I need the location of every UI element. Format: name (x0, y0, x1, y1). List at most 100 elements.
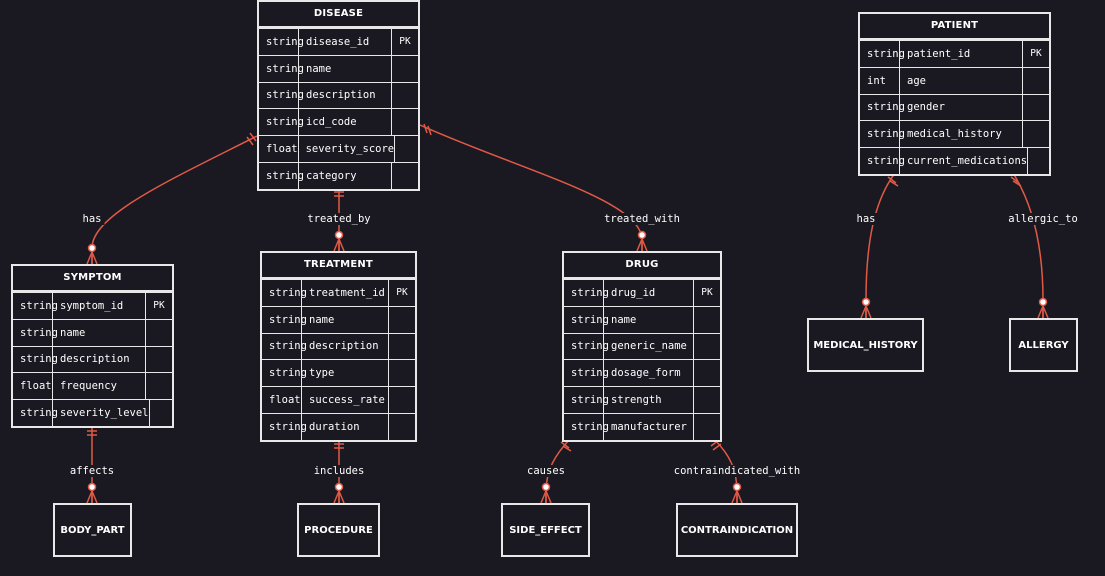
attribute-type: string (564, 413, 609, 440)
rel-label-patient-allergy: allergic_to (1005, 213, 1081, 225)
attribute-name: category (299, 162, 392, 189)
edge-patient-allergy (1012, 172, 1044, 318)
rel-label-patient-history: has (853, 213, 879, 225)
entity-title: TREATMENT (262, 253, 415, 279)
attribute-type: string (860, 121, 905, 148)
attribute-type: string (13, 293, 58, 319)
entity-title: DRUG (564, 253, 720, 279)
edge-patient-history-foot (860, 305, 867, 319)
attribute-key (392, 163, 418, 189)
attribute-key (392, 109, 418, 135)
entity-body-part[interactable]: BODY_PART (53, 503, 132, 557)
attribute-key (389, 387, 415, 413)
attribute-key (146, 373, 172, 399)
edge-disease-symptom-foot (91, 251, 98, 265)
attribute-type: string (262, 280, 307, 306)
attribute-name: patient_id (900, 41, 1023, 67)
edge-disease-symptom-foot (86, 251, 93, 265)
edge-symptom-bodypart-foot (86, 490, 93, 504)
edge-disease-drug-foot (641, 238, 648, 252)
edge-drug-sideeffect-bar (560, 441, 570, 449)
attribute-key (146, 347, 172, 373)
entity-contraindication[interactable]: CONTRAINDICATION (676, 503, 798, 557)
attribute-name: drug_id (604, 280, 694, 306)
rel-label-disease-treatment: treated_by (304, 213, 374, 225)
attribute-key (694, 307, 720, 333)
attribute-type: string (13, 346, 58, 373)
attribute-key (1023, 95, 1049, 121)
attribute-key (389, 414, 415, 440)
attribute-type: string (259, 82, 304, 109)
attribute-name: frequency (53, 373, 146, 400)
attribute-key: PK (701, 287, 713, 299)
rel-label-drug-contra: contraindicated_with (670, 465, 804, 477)
attribute-type: float (13, 373, 53, 400)
attribute-key (1023, 121, 1049, 147)
edge-drug-contra-ring (732, 482, 742, 492)
edge-disease-treatment-ring (334, 230, 344, 240)
attribute-type: string (13, 319, 58, 346)
edge-patient-history-ring (861, 297, 871, 307)
entity-procedure[interactable]: PROCEDURE (297, 503, 380, 557)
attribute-type: string (564, 360, 609, 387)
entity-side-effect[interactable]: SIDE_EFFECT (501, 503, 590, 557)
edge-disease-symptom-bar (246, 136, 254, 146)
attribute-type: float (262, 387, 302, 413)
edge-drug-sideeffect-foot (545, 490, 552, 504)
attribute-key (392, 83, 418, 109)
edge-disease-drug-bar (427, 125, 432, 136)
edge-disease-treatment-foot (333, 238, 340, 252)
attribute-type: string (262, 306, 307, 333)
edge-patient-history (865, 172, 896, 318)
edge-disease-treatment-foot (338, 238, 345, 252)
edge-patient-history-bar (887, 176, 897, 184)
attribute-type: int (860, 67, 900, 94)
attribute-type: string (860, 41, 905, 67)
edge-disease-symptom-bar (249, 132, 257, 142)
entity-allergy[interactable]: ALLERGY (1009, 318, 1078, 372)
attribute-name: severity_score (299, 136, 396, 162)
attribute-type: string (262, 413, 307, 440)
attribute-name: disease_id (299, 29, 392, 55)
edge-symptom-bodypart-ring (87, 482, 97, 492)
edge-treatment-procedure-foot (338, 490, 345, 504)
attribute-type: string (564, 333, 609, 360)
edge-drug-sideeffect-ring (541, 482, 551, 492)
attribute-name: generic_name (604, 333, 694, 360)
rel-label-treatment-procedure: includes (310, 465, 368, 477)
attribute-name: description (302, 333, 389, 360)
entity-medical-history[interactable]: MEDICAL_HISTORY (807, 318, 924, 372)
edge-patient-allergy-bar (1012, 180, 1022, 187)
attribute-name: name (299, 55, 392, 82)
attribute-key: PK (396, 287, 408, 299)
attribute-name: age (900, 67, 1023, 94)
edge-disease-symptom-ring (87, 243, 97, 253)
attribute-key (694, 387, 720, 413)
attribute-key (389, 334, 415, 360)
entity-title: DISEASE (259, 2, 418, 28)
attribute-type: string (262, 360, 307, 387)
edge-disease-drug-ring (637, 230, 647, 240)
